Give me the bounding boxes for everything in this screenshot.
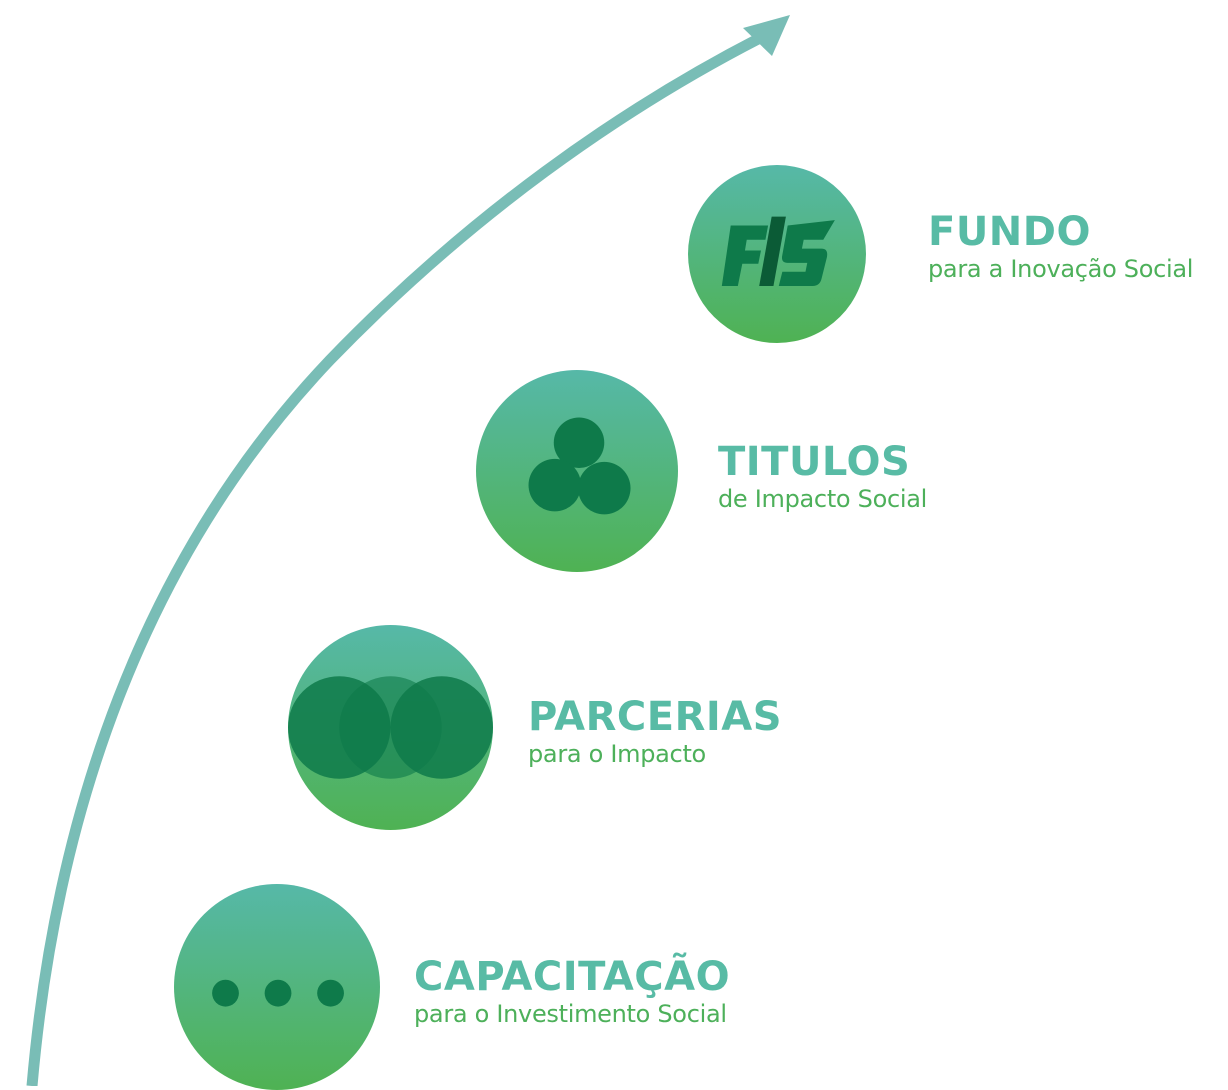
three-dots-icon — [174, 884, 380, 1090]
parcerias-step-label: PARCERIAS para o Impacto — [528, 695, 782, 769]
titulos-step-label: TITULOS de Impacto Social — [718, 440, 927, 514]
titulos-step-circle — [476, 370, 678, 572]
capacitacao-step-subtitle: para o Investimento Social — [414, 1000, 727, 1028]
fis-logo-icon — [688, 165, 866, 343]
parcerias-step-title: PARCERIAS — [528, 694, 783, 740]
parcerias-step-circle — [288, 625, 493, 830]
capacitacao-step-label: CAPACITAÇÃO para o Investimento Social — [414, 955, 730, 1029]
capacitacao-step-circle — [174, 884, 380, 1090]
titulos-step-subtitle: de Impacto Social — [718, 485, 928, 513]
fundo-step-circle — [688, 165, 866, 343]
parcerias-step-subtitle: para o Impacto — [528, 740, 706, 768]
growth-arrow-curve — [26, 33, 763, 1086]
capacitacao-step-title: CAPACITAÇÃO — [414, 954, 731, 1000]
titulos-step-title: TITULOS — [718, 439, 911, 485]
overlapping-circles-icon — [288, 625, 493, 830]
three-circles-cluster-icon — [476, 370, 678, 572]
growth-arrow-head — [743, 15, 790, 56]
fundo-step-subtitle: para a Inovação Social — [928, 255, 1194, 283]
fundo-step-title: FUNDO — [928, 209, 1091, 255]
fundo-step-label: FUNDO para a Inovação Social — [928, 210, 1193, 284]
